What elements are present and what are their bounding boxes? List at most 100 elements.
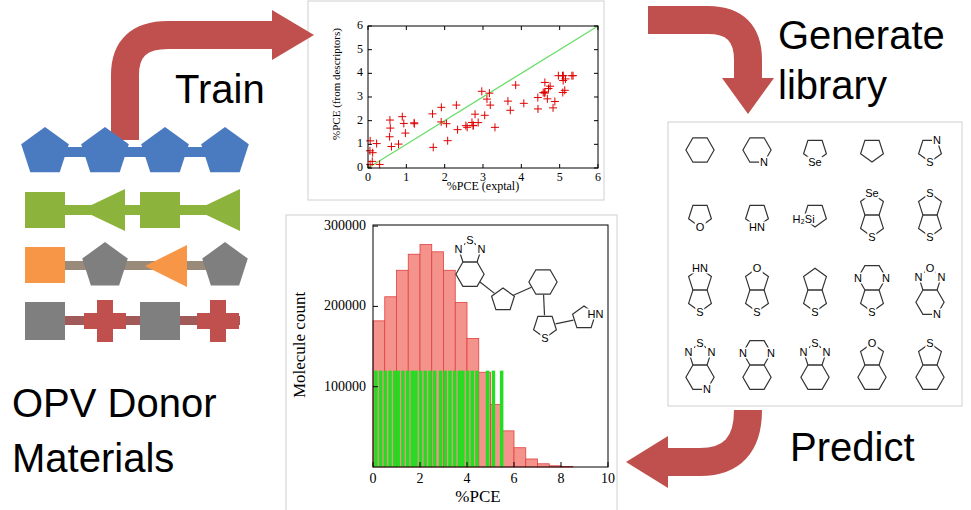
ring-structure [743,365,771,389]
atom-label: S [810,338,819,349]
tick-mark [368,168,372,169]
atom-label: S [810,306,819,317]
tick-mark [368,73,372,74]
atom-label: S [867,231,876,242]
experimental-bar [411,371,415,467]
experimental-bar [414,371,418,467]
tick-mark [608,462,609,467]
tick-mark [368,164,369,168]
data-point [442,120,450,128]
atom-label: N [738,347,748,358]
parity-line [368,26,598,168]
tick-mark [444,164,445,168]
experimental-bar [492,371,496,467]
experimental-bar [393,371,397,467]
tick-label: 0 [365,171,371,185]
square-unit [25,302,65,340]
experimental-bar [453,371,457,467]
atom-label: O [695,222,706,233]
data-point [386,124,394,132]
atom-label: O [752,263,763,274]
tick-label: 8 [558,471,565,487]
tick-mark [561,462,562,467]
experimental-bar [500,371,504,467]
atom-label: N [684,346,694,357]
experimental-bar [406,371,410,467]
pentagon-unit [202,242,248,285]
data-point [544,85,552,93]
data-point [551,97,559,105]
ring-structure [801,365,829,389]
atom-label: S [540,333,549,344]
atom-label: N [821,346,831,357]
atom-label: HN [586,309,604,320]
data-point [444,137,452,145]
tick-label: 2 [442,171,448,185]
tick-mark [406,164,407,168]
data-point [506,106,514,114]
data-point [410,119,418,127]
data-point [481,111,489,119]
arrow-head [272,10,314,60]
tick-mark [597,164,598,168]
atom-label: N [936,271,946,282]
molecule-ring [492,288,515,310]
scatter-panel [308,1,604,200]
data-point [394,140,402,148]
data-point [428,110,436,118]
atom-label: N [476,243,486,254]
molecule-ring [529,270,557,294]
tick-label: 0 [370,471,377,487]
scatter-plot [366,26,598,168]
data-point [504,97,512,105]
train-arrow [125,35,276,140]
atom-label: S [925,231,934,242]
tick-mark [559,164,560,168]
experimental-bar [428,371,432,467]
data-point [554,72,562,80]
tick-mark [482,164,483,168]
square-unit [25,192,65,228]
cross-unit [84,300,126,342]
tick-mark [597,26,598,30]
data-point [454,126,462,134]
experimental-bar [401,371,405,467]
step-label: Predict [790,424,915,470]
atom-label: N [706,346,716,357]
data-point [543,95,551,103]
molecule-ring [456,262,484,286]
atom-label: S [867,306,876,317]
atom-label: HN [748,222,766,233]
atom-label: O [925,263,936,274]
atom-label: N [932,135,942,146]
tick-mark [521,26,522,30]
experimental-bar [419,371,423,467]
generate-arrow [648,20,748,82]
data-point [437,118,445,126]
library-panel [668,122,962,406]
tick-mark [368,120,372,121]
tick-label: 200000 [324,298,366,314]
predicted-bar [373,321,385,467]
tick-mark [594,96,598,97]
data-point [561,86,569,94]
data-point [386,133,394,141]
data-point [539,89,547,97]
data-point [486,101,494,109]
data-point [483,95,491,103]
data-point [401,129,409,137]
data-point [512,81,520,89]
atom-label: S [695,306,704,317]
data-point [452,101,460,109]
predict-arrow [664,410,748,462]
data-point [534,94,542,102]
tick-label: 2 [357,114,363,128]
experimental-bar [433,371,437,467]
tick-label: 4 [357,66,363,80]
tick-label: 1 [357,137,363,151]
predicted-bar [526,459,538,467]
atom-label: N [853,272,863,283]
tick-mark [368,96,372,97]
tick-mark [594,144,598,145]
data-point [373,140,381,148]
